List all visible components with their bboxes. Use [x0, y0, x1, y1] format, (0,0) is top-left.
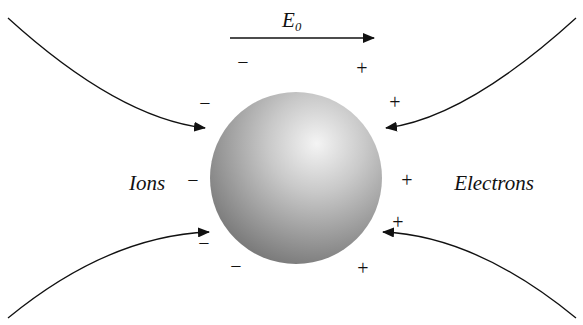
- region-label: Ions: [129, 173, 165, 194]
- field-arrow: [230, 37, 374, 39]
- charge-sign: −: [230, 256, 241, 276]
- field-label: E₀: [282, 10, 302, 31]
- sphere: [210, 92, 382, 264]
- flow-arrow: [383, 232, 576, 318]
- charge-sign: −: [237, 52, 248, 72]
- flow-arrow: [386, 18, 576, 128]
- charge-sign: −: [198, 233, 209, 253]
- charge-sign: +: [401, 170, 412, 190]
- charge-sign: +: [392, 212, 403, 232]
- charge-sign: −: [187, 170, 198, 190]
- charge-sign: +: [356, 58, 367, 78]
- region-label: Electrons: [454, 173, 534, 194]
- flow-arrow: [8, 18, 205, 128]
- charge-sign: +: [389, 92, 400, 112]
- charge-sign: +: [357, 258, 368, 278]
- flow-arrow: [8, 232, 209, 318]
- charge-sign: −: [199, 93, 210, 113]
